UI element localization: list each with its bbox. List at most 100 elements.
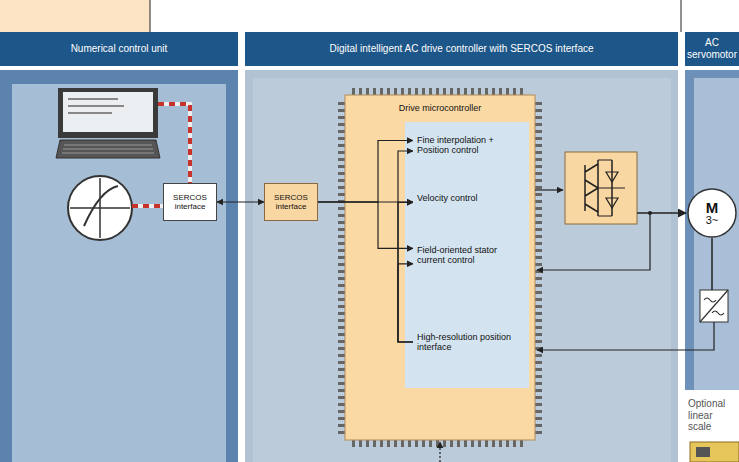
chip-pin (359, 440, 362, 447)
chip-pin (535, 123, 542, 126)
position-feedback (537, 322, 714, 350)
chip-pin (415, 440, 418, 447)
screen-line (68, 112, 112, 114)
chip-pin (408, 88, 411, 95)
column-header: Digital intelligent AC drive controller … (245, 32, 678, 66)
chip-pin (338, 368, 345, 371)
chip-pin (394, 88, 397, 95)
chip-pin (338, 312, 345, 315)
motor-panel (685, 70, 739, 390)
node-text: Fine interpolation + Position control (417, 135, 521, 156)
chip-pin (338, 151, 345, 154)
chip-pin (338, 263, 345, 266)
chip-pin (535, 249, 542, 252)
chip-pin (464, 440, 467, 447)
chip-pin (535, 256, 542, 259)
chip-pin (394, 440, 397, 447)
chip-pin (338, 410, 345, 413)
chip-pin (408, 440, 411, 447)
chip-pin (359, 88, 362, 95)
chip-pin (535, 333, 542, 336)
chip-pin (535, 144, 542, 147)
chip-pin (401, 440, 404, 447)
rule-line (150, 0, 151, 32)
chip-pin (338, 109, 345, 112)
chip-pin (387, 440, 390, 447)
inverter-wire (598, 160, 625, 216)
chip-pin (471, 440, 474, 447)
dial-curve (84, 186, 118, 226)
chip-pin (338, 277, 345, 280)
chip-pin (338, 207, 345, 210)
header-text: Numerical control unit (71, 43, 168, 55)
crosshair (70, 178, 130, 238)
keyboard-keys (62, 145, 154, 153)
signal-connector (318, 202, 413, 248)
microcontroller-chip: Drive microcontrollerFine interpolation … (345, 95, 535, 440)
chip-pin (535, 410, 542, 413)
chip-pin (513, 440, 516, 447)
gate-signal (535, 189, 563, 190)
bus-line (132, 204, 163, 208)
chip-pin (338, 347, 345, 350)
chip-pin (485, 88, 488, 95)
chip-pin (352, 88, 355, 95)
chip-pin (387, 88, 390, 95)
chip-pin (464, 88, 467, 95)
chip-pin (338, 284, 345, 287)
chip-pin (535, 263, 542, 266)
chip-pin (338, 382, 345, 385)
chip-pins (338, 88, 542, 447)
chip-pin (338, 326, 345, 329)
rule-line (681, 0, 682, 32)
monitor-screen (63, 92, 153, 132)
chip-pin (338, 165, 345, 168)
chip-pin (338, 417, 345, 420)
chip-pin (535, 235, 542, 238)
chip-pin (338, 214, 345, 217)
node-text: SERCOS interface (267, 193, 315, 211)
chip-pin (485, 440, 488, 447)
chip-pin (338, 305, 345, 308)
chip-pin (535, 382, 542, 385)
chip-pin (535, 186, 542, 189)
chip-pin (535, 403, 542, 406)
chip-pin (535, 417, 542, 420)
chip-pin (415, 88, 418, 95)
chip-pin (338, 354, 345, 357)
chip-pin (535, 137, 542, 140)
chip-pin (535, 340, 542, 343)
chip-pin (429, 440, 432, 447)
chip-pin (338, 221, 345, 224)
current-feedback (537, 213, 650, 270)
chip-pin (338, 116, 345, 119)
interface-box: SERCOS interface (163, 183, 217, 221)
chip-pin (338, 291, 345, 294)
chip-pin (366, 440, 369, 447)
column-header: AC servomotor (685, 32, 739, 66)
drive-inner-panel (253, 78, 671, 462)
chip-pin (535, 284, 542, 287)
chip-pin (520, 88, 523, 95)
chip-pin (422, 440, 425, 447)
chip-pin (338, 389, 345, 392)
chip-pin (338, 424, 345, 427)
chip-pin (380, 88, 383, 95)
chip-pin (338, 137, 345, 140)
node-text: Field-oriented stator current control (417, 245, 521, 266)
motor-feed (637, 212, 686, 214)
signal-connector (398, 151, 413, 342)
chip-pin (535, 389, 542, 392)
chip-pin (338, 298, 345, 301)
chip-pin (338, 333, 345, 336)
signal-connector (217, 201, 264, 202)
chip-pin (535, 179, 542, 182)
chip-pin (535, 130, 542, 133)
chip-pin (338, 179, 345, 182)
chip-pin (338, 102, 345, 105)
chip-pin (535, 102, 542, 105)
chip-pin (338, 158, 345, 161)
chip-pin (338, 403, 345, 406)
